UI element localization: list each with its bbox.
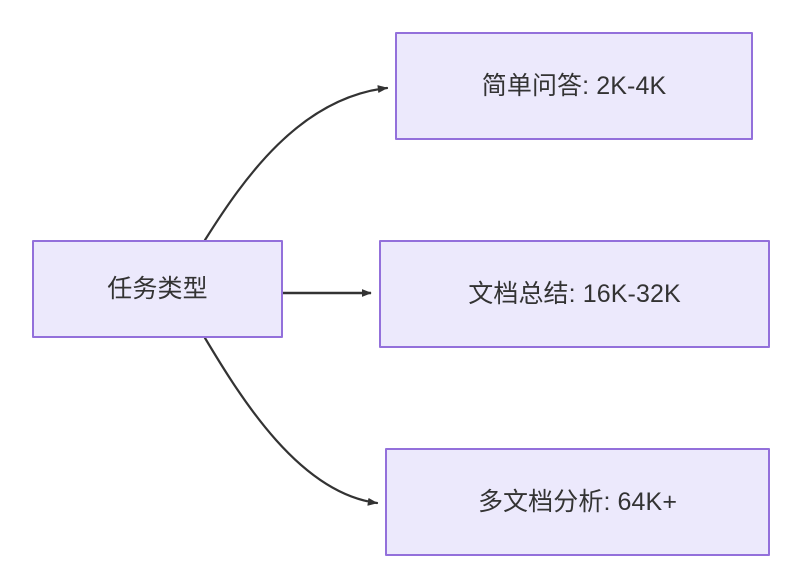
node-multi-document-analysis[interactable]: 多文档分析: 64K+: [385, 448, 770, 556]
node-document-summary-label: 文档总结: 16K-32K: [468, 280, 681, 308]
node-multi-document-analysis-label: 多文档分析: 64K+: [477, 488, 678, 516]
node-task-type[interactable]: 任务类型: [32, 240, 283, 338]
node-document-summary[interactable]: 文档总结: 16K-32K: [379, 240, 770, 348]
edge-root-to-multidoc: [203, 336, 379, 506]
node-task-type-label: 任务类型: [107, 275, 208, 303]
node-simple-qa-label: 简单问答: 2K-4K: [481, 72, 667, 100]
edge-root-to-simple-qa: [203, 85, 389, 242]
node-simple-qa[interactable]: 简单问答: 2K-4K: [395, 32, 753, 140]
